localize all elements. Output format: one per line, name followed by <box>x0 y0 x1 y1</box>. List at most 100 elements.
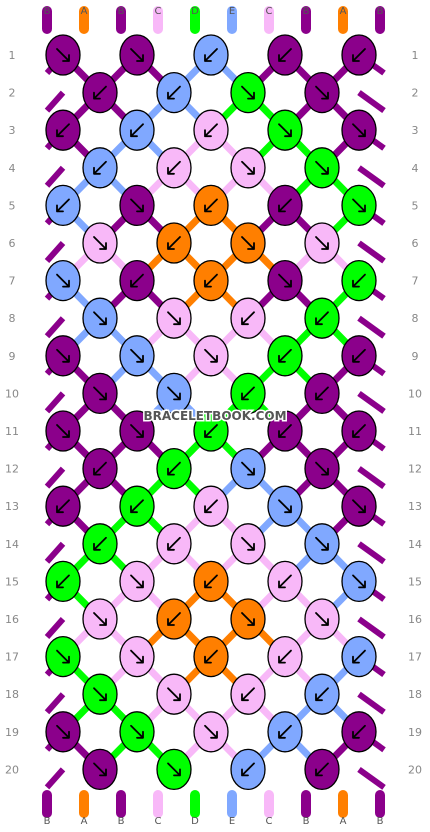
knot <box>82 71 118 114</box>
string-end <box>301 6 311 34</box>
arrow-down-left-icon <box>352 649 366 664</box>
knot <box>82 147 118 189</box>
string-end <box>190 6 200 34</box>
knot <box>82 523 118 565</box>
edge-strand <box>44 541 66 564</box>
arrow-down-right-icon <box>130 649 144 664</box>
knot <box>45 410 81 452</box>
arrow-down-left-icon <box>352 724 366 739</box>
knot <box>267 410 303 452</box>
row-number-right: 1 <box>412 49 419 62</box>
arrow-down-right-icon <box>315 160 329 175</box>
row-number-left: 1 <box>9 49 16 62</box>
knot <box>45 635 81 678</box>
row-number-left: 19 <box>5 726 19 739</box>
row-number-right: 20 <box>408 763 422 776</box>
edge-strand <box>44 391 66 414</box>
edge-strand <box>44 241 66 263</box>
arrow-down-left-icon <box>315 386 329 401</box>
string-end <box>79 6 89 34</box>
knot <box>230 372 266 415</box>
knot <box>230 748 266 791</box>
knot <box>45 485 81 527</box>
arrow-down-left-icon <box>278 348 292 363</box>
knot <box>267 34 303 76</box>
arrow-down-right-icon <box>93 236 107 250</box>
string-end <box>375 6 385 34</box>
knot <box>193 184 229 227</box>
row-number-left: 10 <box>5 387 19 400</box>
knot <box>119 560 155 603</box>
arrow-down-right-icon <box>93 612 107 626</box>
row-number-left: 2 <box>9 87 16 100</box>
knot <box>230 598 266 640</box>
arrow-down-left-icon <box>167 85 181 100</box>
row-number-right: 8 <box>412 312 419 325</box>
arrow-down-right-icon <box>167 762 181 777</box>
top-string-label: D <box>191 6 199 17</box>
row-number-left: 14 <box>5 538 19 551</box>
arrow-down-left-icon <box>204 123 218 138</box>
knot <box>193 635 229 678</box>
arrow-down-right-icon <box>130 348 144 363</box>
string-end <box>42 6 52 34</box>
arrow-down-right-icon <box>56 424 70 438</box>
arrow-down-right-icon <box>204 724 218 739</box>
edge-strand <box>44 767 66 790</box>
arrow-down-left-icon <box>241 386 255 401</box>
arrow-down-left-icon <box>278 724 292 739</box>
arrow-down-left-icon <box>278 424 292 438</box>
knot <box>119 335 155 377</box>
top-string-label: A <box>81 6 88 17</box>
string-end <box>338 6 348 34</box>
arrow-down-left-icon <box>241 311 255 326</box>
knot <box>193 109 229 151</box>
knot <box>341 410 377 452</box>
knot <box>304 523 340 565</box>
row-number-right: 14 <box>408 538 422 551</box>
knot <box>119 259 155 302</box>
arrow-down-left-icon <box>278 649 292 664</box>
arrow-down-right-icon <box>352 123 366 138</box>
edge-strand <box>357 165 386 189</box>
knot <box>267 635 303 678</box>
knot <box>156 673 192 715</box>
arrow-down-left-icon <box>315 311 329 326</box>
row-number-left: 13 <box>5 500 19 513</box>
row-number-left: 11 <box>5 425 19 438</box>
knot <box>193 410 229 452</box>
arrow-down-right-icon <box>56 724 70 739</box>
knot <box>82 598 118 640</box>
knot <box>82 673 118 715</box>
arrow-down-right-icon <box>130 198 144 213</box>
arrow-down-right-icon <box>352 574 366 589</box>
knot <box>119 184 155 227</box>
arrow-down-left-icon <box>278 198 292 213</box>
arrow-down-left-icon <box>93 536 107 551</box>
edge-strand <box>357 315 386 339</box>
top-string-label: C <box>155 6 162 17</box>
edge-strand <box>357 691 386 715</box>
bottom-string-label: C <box>155 816 162 827</box>
edge-strand <box>357 466 386 490</box>
knot <box>341 485 377 527</box>
knot <box>230 447 266 490</box>
knot <box>156 598 192 640</box>
string-end <box>227 790 237 818</box>
knot <box>193 560 229 603</box>
string-end <box>264 6 274 34</box>
arrow-down-right-icon <box>241 85 255 100</box>
bottom-string-label: C <box>266 816 273 827</box>
arrow-down-left-icon <box>352 273 366 288</box>
knot <box>193 259 229 302</box>
knot <box>156 748 192 791</box>
knot <box>193 485 229 527</box>
knot <box>341 635 377 678</box>
row-number-right: 12 <box>408 463 422 476</box>
knot <box>156 447 192 490</box>
top-string-label: C <box>266 6 273 17</box>
knot <box>341 560 377 603</box>
arrow-down-left-icon <box>352 48 366 62</box>
edge-strand <box>44 316 66 339</box>
arrow-down-left-icon <box>278 48 292 62</box>
